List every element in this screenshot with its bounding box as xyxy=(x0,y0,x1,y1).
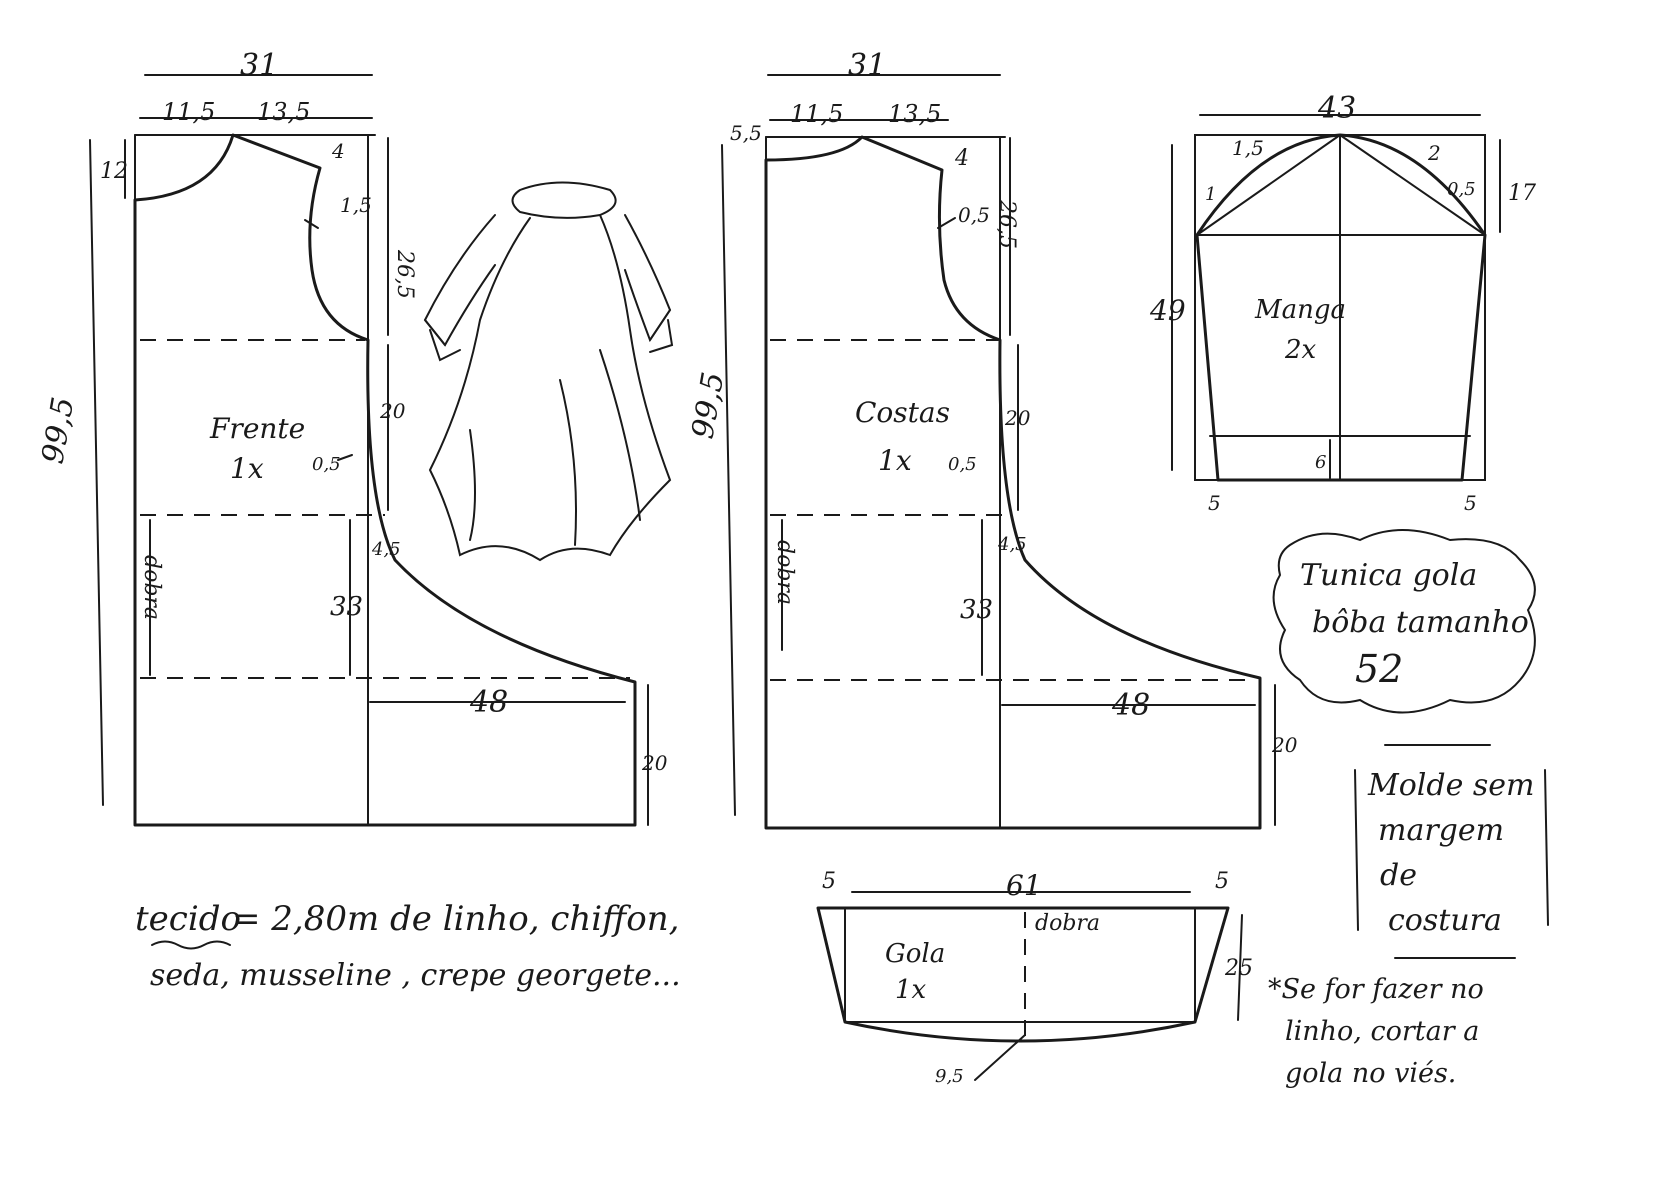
front-fold-label: dobra xyxy=(139,555,164,620)
back-neckdepth-label: 5,5 xyxy=(730,121,762,145)
sketch-drape xyxy=(469,349,641,546)
back-waistseg-label: 20 xyxy=(1004,406,1031,430)
title-line2: bôba tamanho xyxy=(1312,605,1529,640)
back-fold-label: dobra xyxy=(772,540,797,605)
sketch-collar xyxy=(511,181,617,219)
front-hemseg-label: 20 xyxy=(641,751,668,775)
sleeve-cuff-label: 6 xyxy=(1315,452,1326,473)
sketch-body xyxy=(428,214,672,562)
front-qty: 1x xyxy=(230,452,264,485)
front-flare-label: 48 xyxy=(469,685,508,720)
sleeve-qty: 2x xyxy=(1284,335,1317,365)
front-shoulderdrop-label: 4 xyxy=(331,139,345,163)
collar-outline xyxy=(816,906,1230,1043)
sleeve-capleft-label: 1 xyxy=(1205,184,1216,205)
sleeve-piece: 43 1,5 2 1 0,5 17 49 Manga 2x 6 5 5 xyxy=(1149,91,1536,515)
collar-height-label: 25 xyxy=(1224,956,1253,981)
back-foldseg-label: 33 xyxy=(960,595,993,625)
linen-note-line2: linho, cortar a xyxy=(1285,1016,1479,1047)
collar-title: Gola xyxy=(885,939,945,969)
margin-note: Molde sem margem de costura xyxy=(1354,744,1549,959)
back-width-label: 31 xyxy=(848,48,886,83)
sleeve-taperright-label: 5 xyxy=(1464,491,1477,515)
sleeve-capheight-label: 17 xyxy=(1508,181,1536,206)
sleeve-taperleft-label: 5 xyxy=(1208,491,1221,515)
back-shoulderw-label: 13,5 xyxy=(888,100,941,128)
sleeve-capback-label: 2 xyxy=(1427,141,1441,165)
collar-right-label: 5 xyxy=(1215,869,1229,894)
back-curve-label: 0,5 xyxy=(958,203,990,227)
linen-note-line3: gola no viés. xyxy=(1285,1058,1456,1089)
collar-height-arrow xyxy=(1237,914,1243,1021)
front-shoulderw-label: 13,5 xyxy=(257,98,310,126)
back-armhole-label: 26,5 xyxy=(994,199,1019,249)
title-line1: Tunica gola xyxy=(1300,558,1477,593)
title-cloud: Tunica gola bôba tamanho 52 xyxy=(1272,529,1536,714)
back-hipoffset-label: 4,5 xyxy=(997,534,1027,555)
front-foldseg-label: 33 xyxy=(330,592,363,622)
back-neckw-label: 11,5 xyxy=(790,100,843,128)
front-neckw-label: 11,5 xyxy=(162,98,215,126)
fabric-line1: = 2,80m de linho, chiffon, xyxy=(232,899,679,939)
linen-note: *Se for fazer no linho, cortar a gola no… xyxy=(1268,974,1484,1089)
collar-width-label: 61 xyxy=(1006,869,1042,902)
front-outline xyxy=(133,133,637,827)
fabric-underline xyxy=(151,940,231,950)
front-width-label: 31 xyxy=(240,48,278,83)
sleeve-cap-left-line xyxy=(1196,134,1341,236)
front-offset-label: 0,5 xyxy=(312,454,341,475)
collar-curve-arrow xyxy=(974,1034,1026,1081)
sleeve-title: Manga xyxy=(1254,295,1346,325)
collar-left-label: 5 xyxy=(822,869,836,894)
sleeve-width-label: 43 xyxy=(1317,91,1356,126)
front-hipoffset-label: 4,5 xyxy=(371,539,401,560)
margin-note-line1: Molde sem xyxy=(1367,768,1534,803)
back-length-label: 99,5 xyxy=(685,370,731,442)
front-curve-arrow xyxy=(304,219,319,229)
sleeve-length-label: 49 xyxy=(1149,294,1186,327)
title-size: 52 xyxy=(1355,647,1403,691)
front-title: Frente xyxy=(209,412,305,445)
back-shoulderdrop-label: 4 xyxy=(954,146,969,171)
sleeve-capfront-label: 1,5 xyxy=(1232,136,1264,160)
front-curve-label: 1,5 xyxy=(340,193,372,217)
front-offset-arrow xyxy=(337,454,353,461)
sleeve-cap-right-line xyxy=(1339,134,1486,236)
margin-note-left-rule xyxy=(1354,769,1359,931)
back-qty: 1x xyxy=(878,444,912,477)
margin-note-line2: margem xyxy=(1378,813,1504,848)
front-piece: 31 11,5 13,5 12 4 1,5 26,5 99,5 Frente 1… xyxy=(35,48,668,827)
fabric-label: tecido xyxy=(135,899,241,939)
fabric-line2: seda, musseline , crepe georgete... xyxy=(150,958,681,993)
margin-note-line4: costura xyxy=(1388,903,1502,938)
front-neckdepth-label: 12 xyxy=(100,159,128,184)
collar-piece: 61 5 5 dobra 25 Gola 1x 9,5 xyxy=(816,869,1253,1087)
sketch-right-cuff xyxy=(649,309,674,353)
sketch-left-cuff xyxy=(424,319,461,362)
back-piece: 31 5,5 11,5 13,5 4 0,5 26,5 99,5 Costas … xyxy=(685,48,1298,830)
title-cloud-shape xyxy=(1272,529,1536,714)
back-curve-arrow xyxy=(937,217,956,229)
front-length-label: 99,5 xyxy=(35,395,81,467)
margin-note-line3: de xyxy=(1380,858,1417,893)
margin-note-right-rule xyxy=(1544,769,1549,926)
collar-fold-label: dobra xyxy=(1035,911,1100,936)
back-offset-label: 0,5 xyxy=(948,454,977,475)
back-hemseg-label: 20 xyxy=(1271,733,1298,757)
tunic-sketch xyxy=(423,181,674,562)
sketch-left-sleeve xyxy=(423,214,496,347)
fabric-note: tecido = 2,80m de linho, chiffon, seda, … xyxy=(135,899,681,993)
sleeve-outline xyxy=(1195,133,1487,482)
front-waistseg-label: 20 xyxy=(379,399,406,423)
back-flare-label: 48 xyxy=(1111,688,1150,723)
collar-qty: 1x xyxy=(895,975,927,1005)
front-armhole-label: 26,5 xyxy=(392,249,417,299)
sleeve-capright-label: 0,5 xyxy=(1447,179,1476,200)
collar-curve-label: 9,5 xyxy=(935,1066,964,1087)
back-title: Costas xyxy=(855,396,950,429)
front-length-arrow xyxy=(89,139,104,806)
back-length-arrow xyxy=(721,144,736,816)
linen-note-line1: *Se for fazer no xyxy=(1268,974,1484,1005)
